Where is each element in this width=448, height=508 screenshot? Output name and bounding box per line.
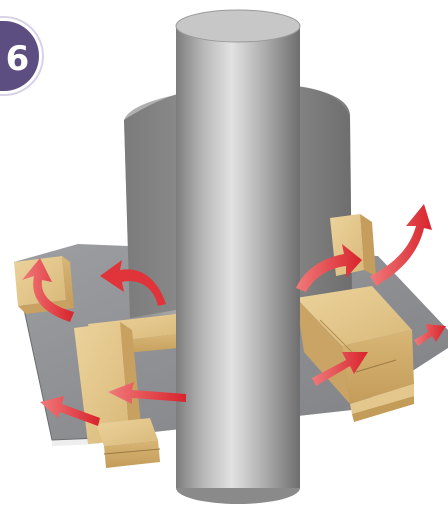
chimney-pipe bbox=[176, 10, 300, 504]
